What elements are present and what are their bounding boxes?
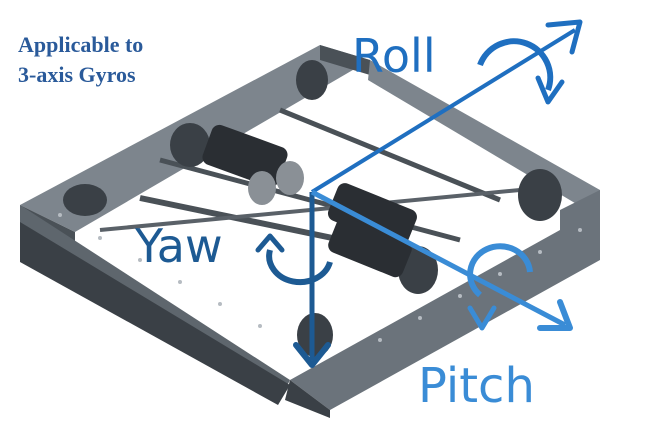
wheel — [170, 123, 210, 167]
frame-rail-right — [290, 190, 600, 410]
roll-axis-arrowhead — [545, 19, 583, 55]
wheel — [518, 169, 562, 221]
roll-axis-line — [310, 28, 577, 194]
motor — [328, 216, 412, 278]
applicability-note: Applicable to 3-axis Gyros — [18, 30, 218, 90]
pitch-rotation-arrow — [467, 243, 533, 298]
pitch-label: Pitch — [418, 358, 535, 414]
motor — [202, 124, 288, 188]
wheel — [296, 60, 328, 100]
chassis-frame — [20, 45, 600, 418]
note-line-2: 3-axis Gyros — [18, 62, 136, 87]
yaw-rotation-arrow — [266, 249, 333, 286]
note-line-1: Applicable to — [18, 32, 144, 57]
wheel — [63, 184, 107, 216]
roll-label: Roll — [352, 29, 436, 83]
pitch-axis-line — [310, 189, 567, 328]
pitch-axis-arrowhead — [537, 299, 573, 331]
roll-rotation-arrow — [477, 38, 554, 92]
roll-axis: Roll — [310, 19, 583, 194]
pitch-axis: Pitch — [310, 189, 573, 414]
yaw-axis: Yaw — [134, 192, 333, 368]
yaw-axis-arrowhead — [293, 342, 331, 368]
motor — [327, 183, 417, 248]
yaw-label: Yaw — [134, 219, 223, 273]
